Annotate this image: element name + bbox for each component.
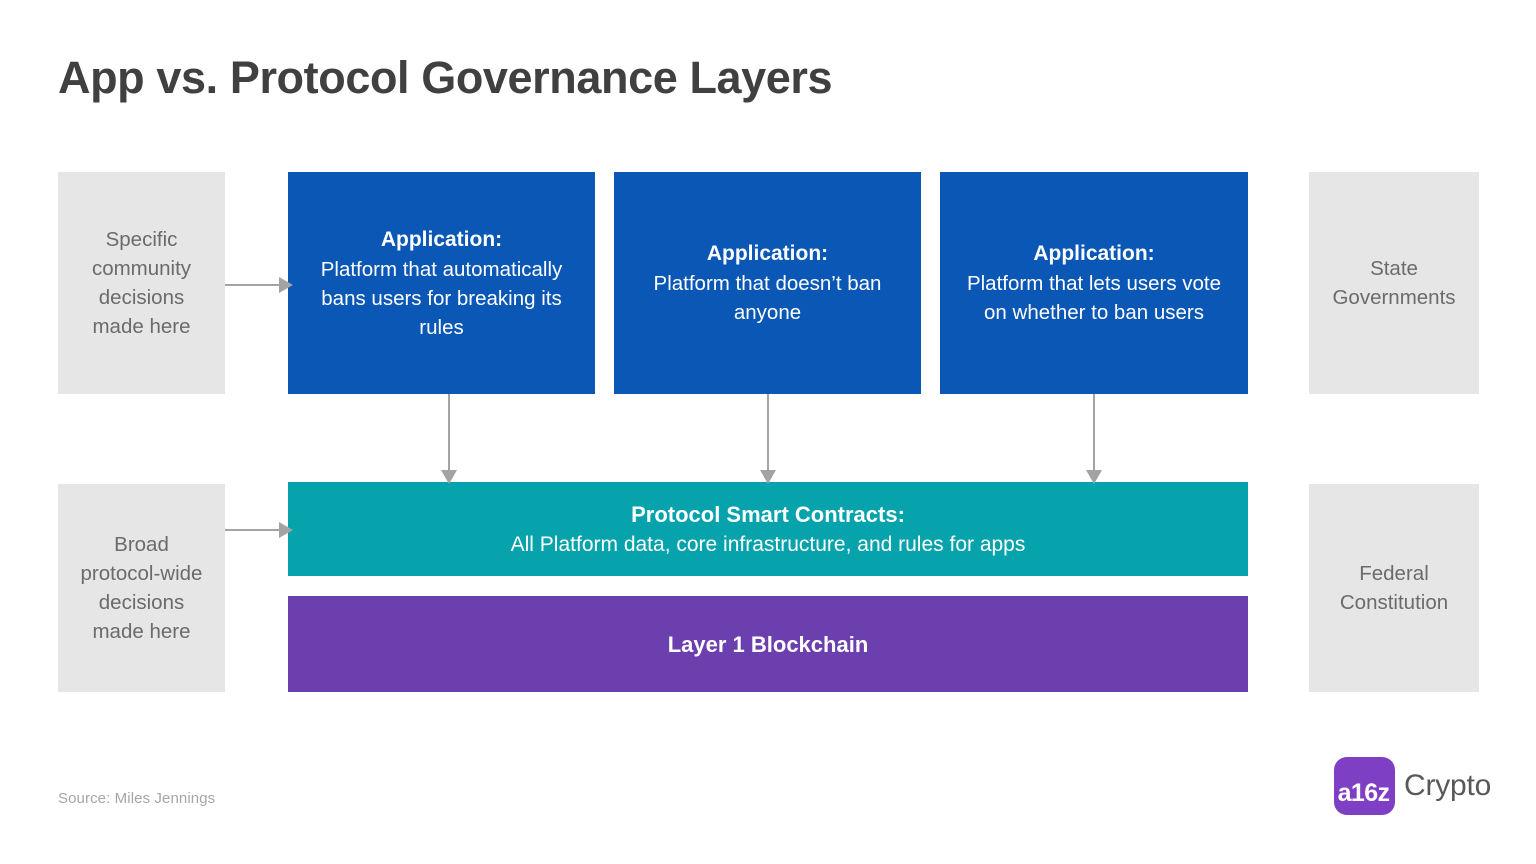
protocol-smart-contracts-band[interactable]: Protocol Smart Contracts: All Platform d… — [288, 482, 1248, 576]
application-card-3[interactable]: Application: Platform that lets users vo… — [940, 172, 1248, 394]
right-annotation-state-governments: State Governments — [1309, 172, 1479, 394]
page-title: App vs. Protocol Governance Layers — [58, 52, 833, 103]
left-annotation-broad-protocol: Broad protocol-wide decisions made here — [58, 484, 225, 692]
source-attribution: Source: Miles Jennings — [58, 790, 216, 807]
connector-arrow-application-3-to-protocol — [1086, 394, 1102, 484]
application-card-1-description: Platform that automatically bans users f… — [320, 257, 563, 339]
layer-1-blockchain-band[interactable]: Layer 1 Blockchain — [288, 596, 1248, 692]
layer-1-blockchain-title: Layer 1 Blockchain — [667, 631, 869, 657]
right-annotation-label-2: Federal Constitution — [1339, 562, 1449, 614]
left-annotation-label-2: Broad protocol-wide decisions made here — [80, 533, 203, 643]
right-annotation-federal-constitution: Federal Constitution — [1309, 484, 1479, 692]
connector-arrow-specific-community-to-application — [225, 277, 293, 293]
left-annotation-specific-community: Specific community decisions made here — [58, 172, 225, 394]
a16z-logo-mark-text: a16z — [1337, 779, 1390, 807]
connector-arrow-application-2-to-protocol — [760, 394, 776, 484]
application-card-3-description: Platform that lets users vote on whether… — [966, 272, 1222, 324]
connector-arrow-application-1-to-protocol — [441, 394, 457, 484]
protocol-band-title: Protocol Smart Contracts: — [631, 501, 905, 527]
protocol-band-description: All Platform data, core infrastructure, … — [510, 532, 1026, 556]
a16z-logo-wordmark: Crypto — [1404, 769, 1492, 802]
application-card-1-title: Application: — [380, 227, 503, 251]
application-card-3-title: Application: — [1033, 242, 1155, 265]
a16z-crypto-logo: a16z Crypto — [1334, 757, 1491, 815]
application-card-2-description: Platform that doesn’t ban anyone — [653, 272, 882, 324]
a16z-logo-mark: a16z — [1334, 757, 1395, 815]
application-card-2[interactable]: Application: Platform that doesn’t ban a… — [614, 172, 921, 394]
right-annotation-label-1: State Governments — [1332, 257, 1456, 309]
left-annotation-label-1: Specific community decisions made here — [91, 228, 192, 338]
connector-arrow-broad-protocol-to-protocol-band — [225, 522, 293, 538]
application-card-2-title: Application: — [706, 242, 829, 265]
application-card-1[interactable]: Application: Platform that automatically… — [288, 172, 595, 394]
